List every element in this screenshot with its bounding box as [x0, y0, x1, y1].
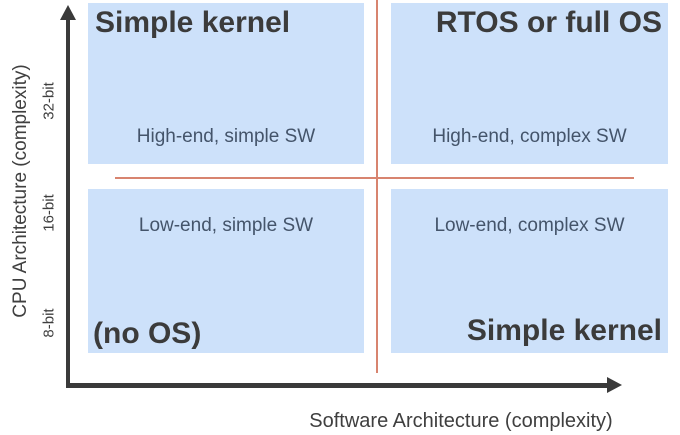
y-axis-title: CPU Architecture (complexity): [10, 64, 31, 318]
x-axis-line: [66, 383, 608, 388]
quadrant-title: (no OS): [93, 317, 202, 350]
quadrant-subtitle: High-end, complex SW: [432, 126, 627, 147]
quadrant-bottom-right: Low-end, complex SW Simple kernel: [391, 189, 668, 353]
y-tick-32bit: 32-bit: [40, 82, 58, 120]
x-axis-arrow-icon: [607, 377, 622, 393]
quadrant-top-right: RTOS or full OS High-end, complex SW: [391, 3, 668, 164]
quadrant-title: Simple kernel: [466, 314, 662, 347]
quadrant-subtitle: Low-end, simple SW: [138, 215, 314, 236]
quadrant-title: RTOS or full OS: [435, 6, 662, 39]
quadrant-title: Simple kernel: [95, 6, 291, 39]
quadrant-bottom-left: Low-end, simple SW (no OS): [88, 189, 364, 353]
quadrant-top-left: Simple kernel High-end, simple SW: [88, 3, 364, 164]
quadrant-subtitle: High-end, simple SW: [136, 126, 316, 147]
quadrant-divider-horizontal-line: [115, 177, 634, 179]
y-tick-16bit: 16-bit: [40, 194, 58, 232]
y-axis-arrow-icon: [60, 5, 76, 20]
y-axis-line: [66, 14, 70, 388]
quadrant-divider-vertical-line: [376, 0, 378, 373]
quadrant-subtitle: Low-end, complex SW: [434, 215, 625, 236]
y-tick-8bit: 8-bit: [40, 308, 58, 338]
x-axis-title: Software Architecture (complexity): [309, 410, 613, 432]
